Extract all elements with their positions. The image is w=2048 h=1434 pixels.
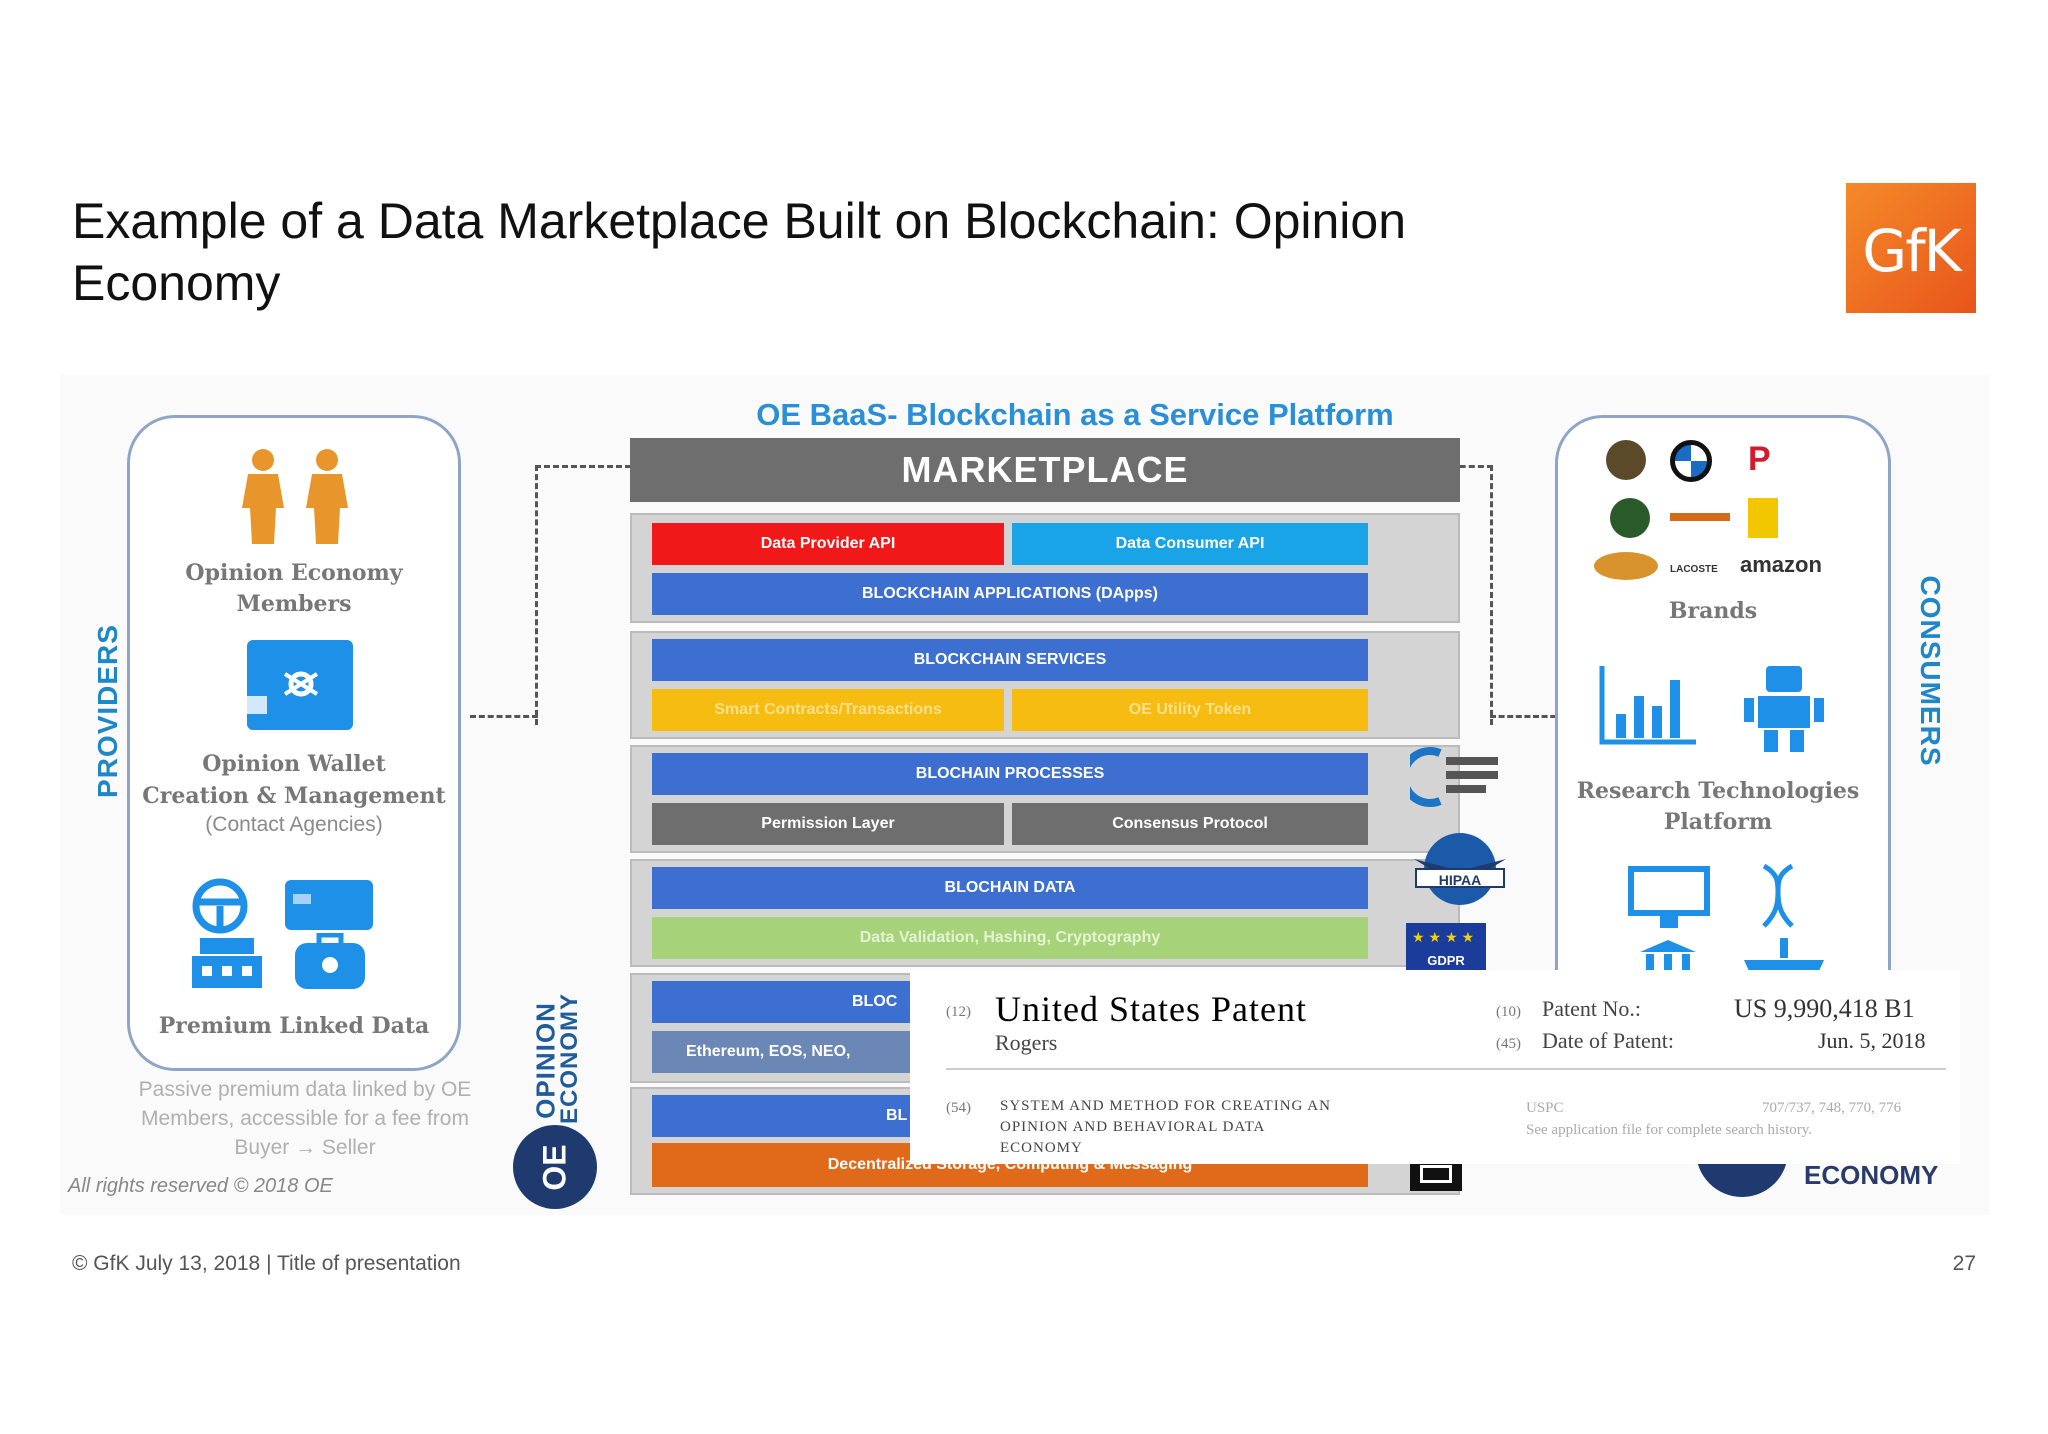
consumers-label: CONSUMERS (1915, 575, 1946, 767)
bar-chart-icon (1599, 666, 1696, 745)
lacoste-logo: LACOSTE (1670, 564, 1718, 575)
layer-processes: BLOCHAIN PROCESSES Permission Layer Cons… (630, 745, 1460, 853)
wallet-icon (245, 640, 353, 730)
platform-title: OE BaaS- Blockchain as a Service Platfor… (756, 397, 1394, 432)
hipaa-text: HIPAA (1438, 872, 1482, 888)
blockchain-processes: BLOCHAIN PROCESSES (652, 753, 1368, 795)
right-connector-vertical (1490, 465, 1493, 725)
patent-title-line-2: OPINION AND BEHAVIORAL DATA (1000, 1119, 1266, 1135)
patent-title: SYSTEM AND METHOD FOR CREATING AN OPINIO… (1000, 1096, 1331, 1159)
patent-heading: United States Patent (995, 989, 1307, 1029)
gfk-logo-text: GfK (1862, 217, 1961, 285)
playstation-glyph: P (1748, 440, 1771, 478)
oe-badge-text: OE (536, 1143, 573, 1191)
robot-icon (1744, 666, 1824, 752)
credit-card-icon (285, 880, 373, 930)
patent-no: US 9,990,418 B1 (1734, 994, 1915, 1023)
left-connector-top (535, 465, 685, 468)
brand-logo-1 (1606, 440, 1646, 480)
smart-contracts: Smart Contracts/Transactions (652, 689, 1004, 731)
blockchain-data: BLOCHAIN DATA (652, 867, 1368, 909)
patent-divider (946, 1068, 1946, 1070)
wallet-line2: Creation & Management (142, 783, 446, 809)
page-number: 27 (1952, 1252, 1976, 1275)
premium-label: Premium Linked Data (158, 1013, 430, 1039)
medical-bag-icon (295, 933, 365, 989)
brand-logo-7 (1594, 552, 1658, 580)
patent-date-label: Date of Patent: (1542, 1028, 1674, 1053)
brand-logo-4 (1610, 498, 1650, 538)
patent-no-label: Patent No.: (1542, 996, 1641, 1021)
right-connector-bottom (1490, 715, 1582, 718)
layer-data: BLOCHAIN DATA Data Validation, Hashing, … (630, 859, 1460, 967)
oe-badge: OE (513, 1125, 597, 1209)
patent-excerpt: (12) United States Patent Rogers (10) Pa… (910, 970, 1960, 1164)
layer-applications: Data Provider API Data Consumer API BLOC… (630, 513, 1460, 623)
providers-label: PROVIDERS (92, 624, 123, 798)
footer-copyright: © GfK July 13, 2018 | Title of presentat… (72, 1252, 461, 1275)
dna-icon (1762, 864, 1794, 928)
left-connector-vertical (535, 465, 538, 725)
brands-label: Brands (1668, 598, 1758, 624)
gdpr-text: GDPR (1427, 953, 1465, 968)
wallet-line1: Opinion Wallet (202, 751, 386, 777)
hipaa-eagle-icon (1414, 833, 1506, 905)
storage-logo-mark (1420, 1165, 1452, 1183)
patent-date: Jun. 5, 2018 (1818, 1028, 1926, 1053)
store-icon (192, 938, 262, 988)
wallet-line3: (Contact Agencies) (205, 813, 383, 836)
economy-word: ECONOMY (556, 992, 583, 1124)
utility-token: OE Utility Token (1012, 689, 1368, 731)
patent-num-45: (45) (1496, 1036, 1521, 1052)
rights-text: All rights reserved © 2018 OE (68, 1175, 333, 1197)
patent-title-line-3: ECONOMY (1000, 1140, 1083, 1156)
blockchain-services: BLOCKCHAIN SERVICES (652, 639, 1368, 681)
consensus-protocol: Consensus Protocol (1012, 803, 1368, 845)
data-consumer-api: Data Consumer API (1012, 523, 1368, 565)
patent-num-12: (12) (946, 1004, 971, 1020)
playstation-logo: P (1748, 440, 1784, 482)
research-label: Research Technologies Platform (1576, 778, 1860, 835)
bmw-logo (1670, 440, 1712, 482)
passive-note: Passive premium data linked by OE Member… (138, 1078, 472, 1159)
data-provider-api: Data Provider API (652, 523, 1004, 565)
patent-num-54: (54) (946, 1100, 971, 1116)
ferrari-logo (1748, 498, 1778, 538)
marketplace-label: MARKETPLACE (901, 449, 1189, 490)
permission-layer: Permission Layer (652, 803, 1004, 845)
layer-services: BLOCKCHAIN SERVICES Smart Contracts/Tran… (630, 631, 1460, 739)
patent-inventor: Rogers (995, 1030, 1058, 1055)
hipaa-badge: HIPAA (1408, 827, 1512, 911)
brand-logo-5 (1670, 513, 1730, 521)
members-label: Opinion Economy Members (185, 560, 403, 617)
consumers-panel: P LACOSTE amazon Brands Research Technol… (1555, 415, 1891, 1018)
patent-title-line-1: SYSTEM AND METHOD FOR CREATING AN (1000, 1098, 1331, 1114)
blockchain-applications: BLOCKCHAIN APPLICATIONS (DApps) (652, 573, 1368, 615)
patent-uspc-value: 707/737, 748, 770, 776 (1762, 1100, 1902, 1116)
slide-title: Example of a Data Marketplace Built on B… (72, 193, 1407, 311)
patent-search-note: See application file for complete search… (1526, 1122, 1813, 1138)
gdpr-stars: ★★★★ (1412, 929, 1479, 945)
patent-uspc: USPC (1526, 1100, 1564, 1116)
opinion-economy-logo: OPINION ECONOMY OE (513, 965, 615, 1209)
patent-num-10: (10) (1496, 1004, 1521, 1020)
monitor-icon (1628, 866, 1710, 928)
members-icon (242, 449, 348, 544)
data-validation: Data Validation, Hashing, Cryptography (652, 917, 1368, 959)
steering-wheel-icon (192, 878, 248, 934)
compliance-badge (1400, 747, 1500, 807)
marketplace-bar: MARKETPLACE (630, 438, 1460, 502)
providers-panel: Opinion Economy Members Opinion Wallet C… (127, 415, 461, 1071)
amazon-logo: amazon (1740, 552, 1822, 577)
compliance-seal-icon (1400, 747, 1498, 807)
gdpr-badge: ★★★★ GDPR (1406, 923, 1486, 973)
economy-bottom-label: ECONOMY (1804, 1160, 1939, 1190)
left-connector-bottom (470, 715, 538, 718)
gfk-logo: GfK (1846, 183, 1976, 313)
bank-icon (1640, 940, 1696, 982)
